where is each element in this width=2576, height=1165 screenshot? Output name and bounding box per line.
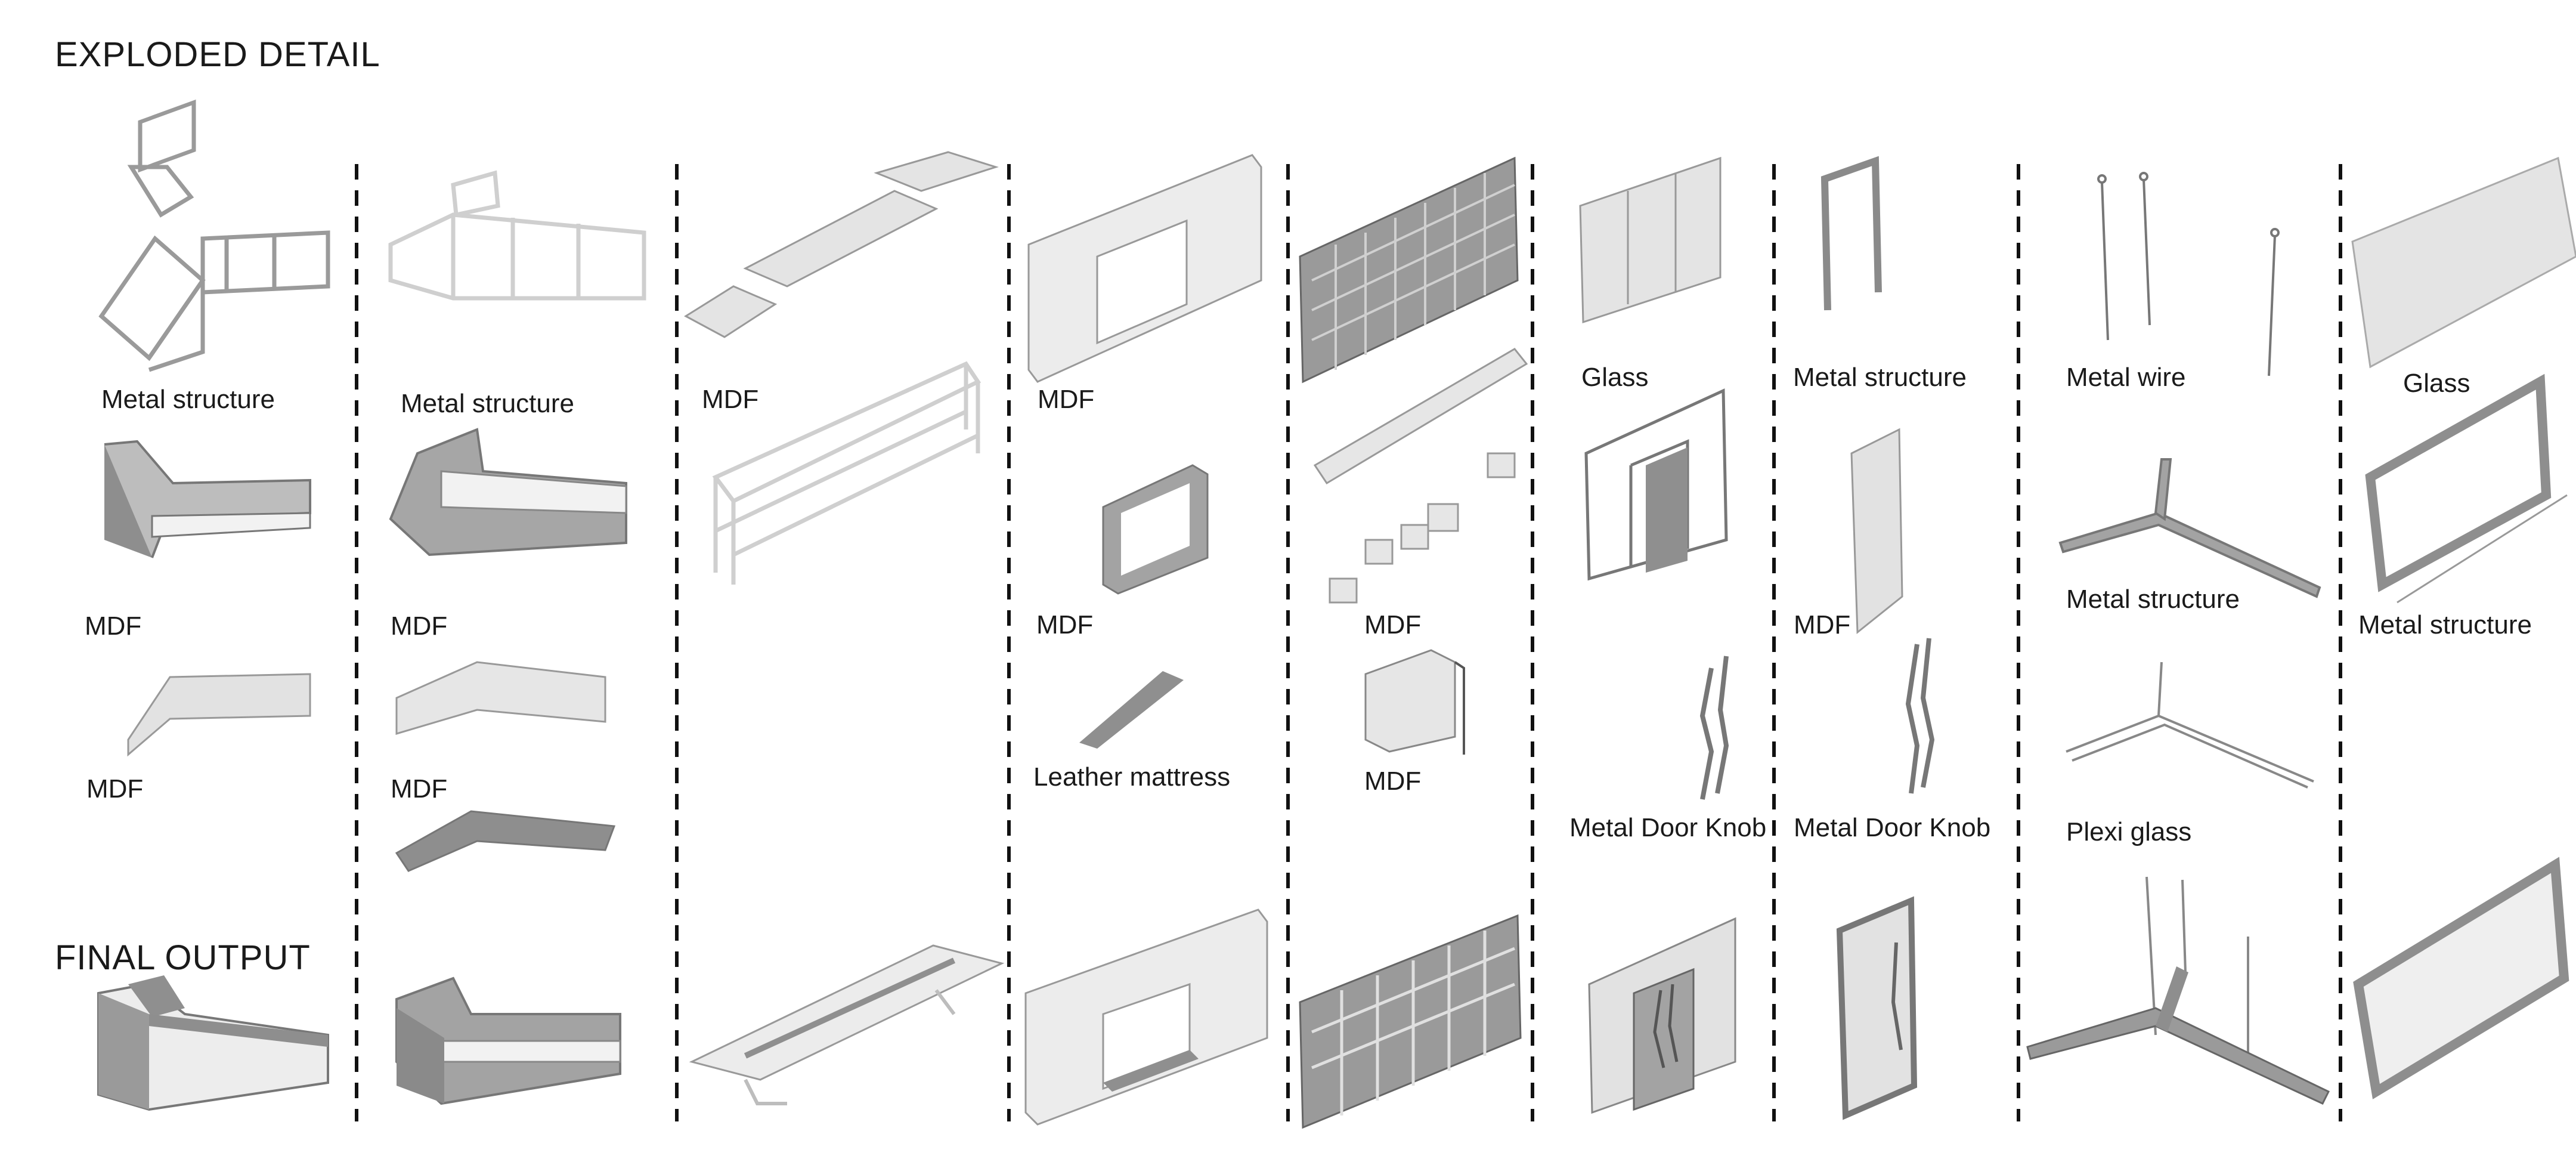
col9-metal-frame [2365, 373, 2568, 604]
label-col8-metal-structure: Metal structure [2066, 585, 2240, 614]
col6-door-knob [1699, 656, 1729, 800]
exploded-detail-title: EXPLODED DETAIL [55, 35, 380, 74]
label-col8-metal-wire: Metal wire [2066, 363, 2186, 392]
col2-final-sofa [395, 977, 621, 1105]
col2-mdf-panel1 [395, 661, 606, 736]
col1-metal-frame [98, 99, 330, 372]
col9-glass [2351, 156, 2576, 369]
label-col9-metal-structure: Metal structure [2358, 610, 2532, 639]
col6-metal-frame [1584, 388, 1728, 581]
label-col4-mdf-1: MDF [1038, 385, 1095, 414]
col5-shelf-grid [1299, 156, 1519, 384]
label-col9-glass: Glass [2403, 369, 2470, 398]
col1-final-sofa [97, 975, 329, 1111]
col3-mdf-top [684, 151, 999, 338]
col5-mdf-box [1364, 649, 1465, 755]
label-col5-mdf-2: MDF [1364, 767, 1422, 796]
col7-mdf-door [1850, 428, 1903, 635]
label-col2-mdf-2: MDF [391, 774, 448, 804]
label-col7-metal-door-knob: Metal Door Knob [1794, 813, 1991, 842]
col3-final-table [689, 944, 1005, 1105]
col5-mdf-cubes [1313, 348, 1528, 604]
label-col7-metal-structure: Metal structure [1793, 363, 1967, 392]
label-col2-mdf-1: MDF [391, 611, 448, 641]
label-col4-leather-mattress: Leather mattress [1033, 762, 1231, 792]
label-col6-metal-door-knob: Metal Door Knob [1569, 813, 1767, 842]
col6-glass-panel [1579, 156, 1722, 324]
col8-metal-wire [2097, 172, 2280, 376]
col7-metal-frame [1820, 156, 1882, 311]
col2-metal-frame [388, 170, 646, 301]
col8-metal-structure [2058, 458, 2321, 598]
col4-mdf-wall [1027, 154, 1262, 383]
col4-mdf-frame [1102, 464, 1209, 595]
col6-final-door [1588, 917, 1736, 1114]
label-col8-plexi-glass: Plexi glass [2066, 817, 2192, 846]
label-col2-metal-structure: Metal structure [401, 389, 574, 418]
col1-mdf-panel [127, 673, 311, 757]
column-dividers [355, 164, 2342, 1121]
col7-final-door [1836, 896, 1918, 1120]
col9-final-frame [2353, 857, 2569, 1099]
col8-plexi-glass [2066, 662, 2314, 789]
final-output-title: FINAL OUTPUT [55, 938, 311, 977]
label-col1-mdf-2: MDF [86, 774, 144, 804]
label-col7-mdf: MDF [1794, 610, 1851, 639]
col5-final-shelf [1299, 914, 1522, 1129]
label-col1-mdf-1: MDF [85, 611, 142, 641]
col4-final-wall [1024, 908, 1268, 1126]
col2-mdf-ushape [389, 428, 627, 557]
col7-door-knob [1905, 638, 1935, 794]
label-col1-metal-structure: Metal structure [101, 385, 275, 414]
label-col6-glass: Glass [1581, 363, 1649, 392]
col4-leather-mattress [1079, 671, 1184, 749]
col8-final-hanging [2026, 876, 2330, 1105]
label-col3-mdf: MDF [702, 385, 759, 414]
col2-mdf-panel2 [395, 810, 616, 872]
label-col4-mdf-2: MDF [1036, 610, 1094, 639]
col1-mdf-ushape [104, 440, 311, 558]
col3-metal-frame [712, 361, 982, 585]
label-col5-mdf-1: MDF [1364, 610, 1422, 639]
